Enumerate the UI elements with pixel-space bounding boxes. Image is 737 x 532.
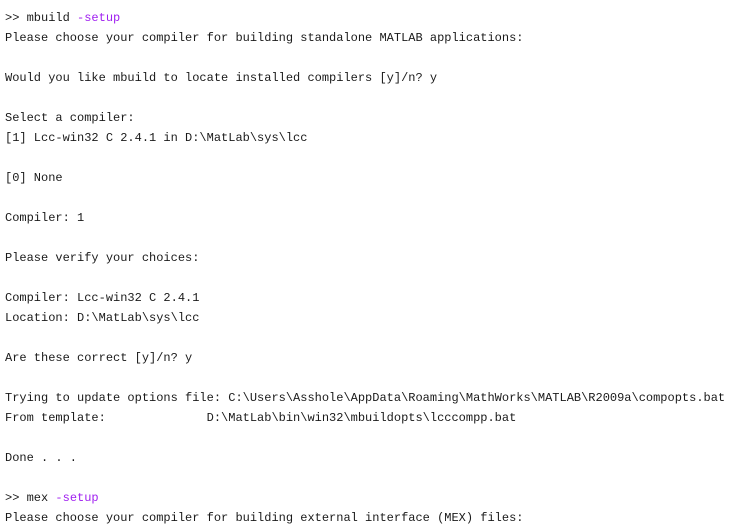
blank-line	[5, 328, 733, 348]
output-line: Location: D:\MatLab\sys\lcc	[5, 311, 200, 325]
output-line: Would you like mbuild to locate installe…	[5, 71, 438, 85]
blank-line	[5, 268, 733, 288]
output-line: Compiler: 1	[5, 211, 85, 225]
blank-line	[5, 468, 733, 488]
blank-line	[5, 88, 733, 108]
output-line: Done . . .	[5, 451, 78, 465]
blank-line	[5, 148, 733, 168]
output-line: [0] None	[5, 171, 63, 185]
output-line: Please choose your compiler for building…	[5, 31, 524, 45]
blank-line	[5, 228, 733, 248]
command-text: mbuild	[26, 11, 78, 25]
command-window[interactable]: >> mbuild -setup Please choose your comp…	[5, 8, 733, 528]
blank-line	[5, 188, 733, 208]
command-argument: -setup	[55, 491, 99, 505]
output-line: Select a compiler:	[5, 111, 135, 125]
blank-line	[5, 48, 733, 68]
prompt-symbol: >>	[5, 11, 27, 25]
command-argument: -setup	[77, 11, 121, 25]
output-line: Please verify your choices:	[5, 251, 200, 265]
output-line: From template: D:\MatLab\bin\win32\mbuil…	[5, 411, 517, 425]
output-line: Compiler: Lcc-win32 C 2.4.1	[5, 291, 200, 305]
command-line-mbuild: >> mbuild -setup	[5, 8, 733, 28]
command-line-mex: >> mex -setup	[5, 488, 733, 508]
blank-line	[5, 428, 733, 448]
blank-line	[5, 368, 733, 388]
prompt-symbol: >>	[5, 491, 27, 505]
output-line: Please choose your compiler for building…	[5, 511, 524, 525]
command-text: mex	[26, 491, 56, 505]
output-line: [1] Lcc-win32 C 2.4.1 in D:\MatLab\sys\l…	[5, 131, 308, 145]
output-line: Trying to update options file: C:\Users\…	[5, 391, 726, 405]
output-line: Are these correct [y]/n? y	[5, 351, 193, 365]
